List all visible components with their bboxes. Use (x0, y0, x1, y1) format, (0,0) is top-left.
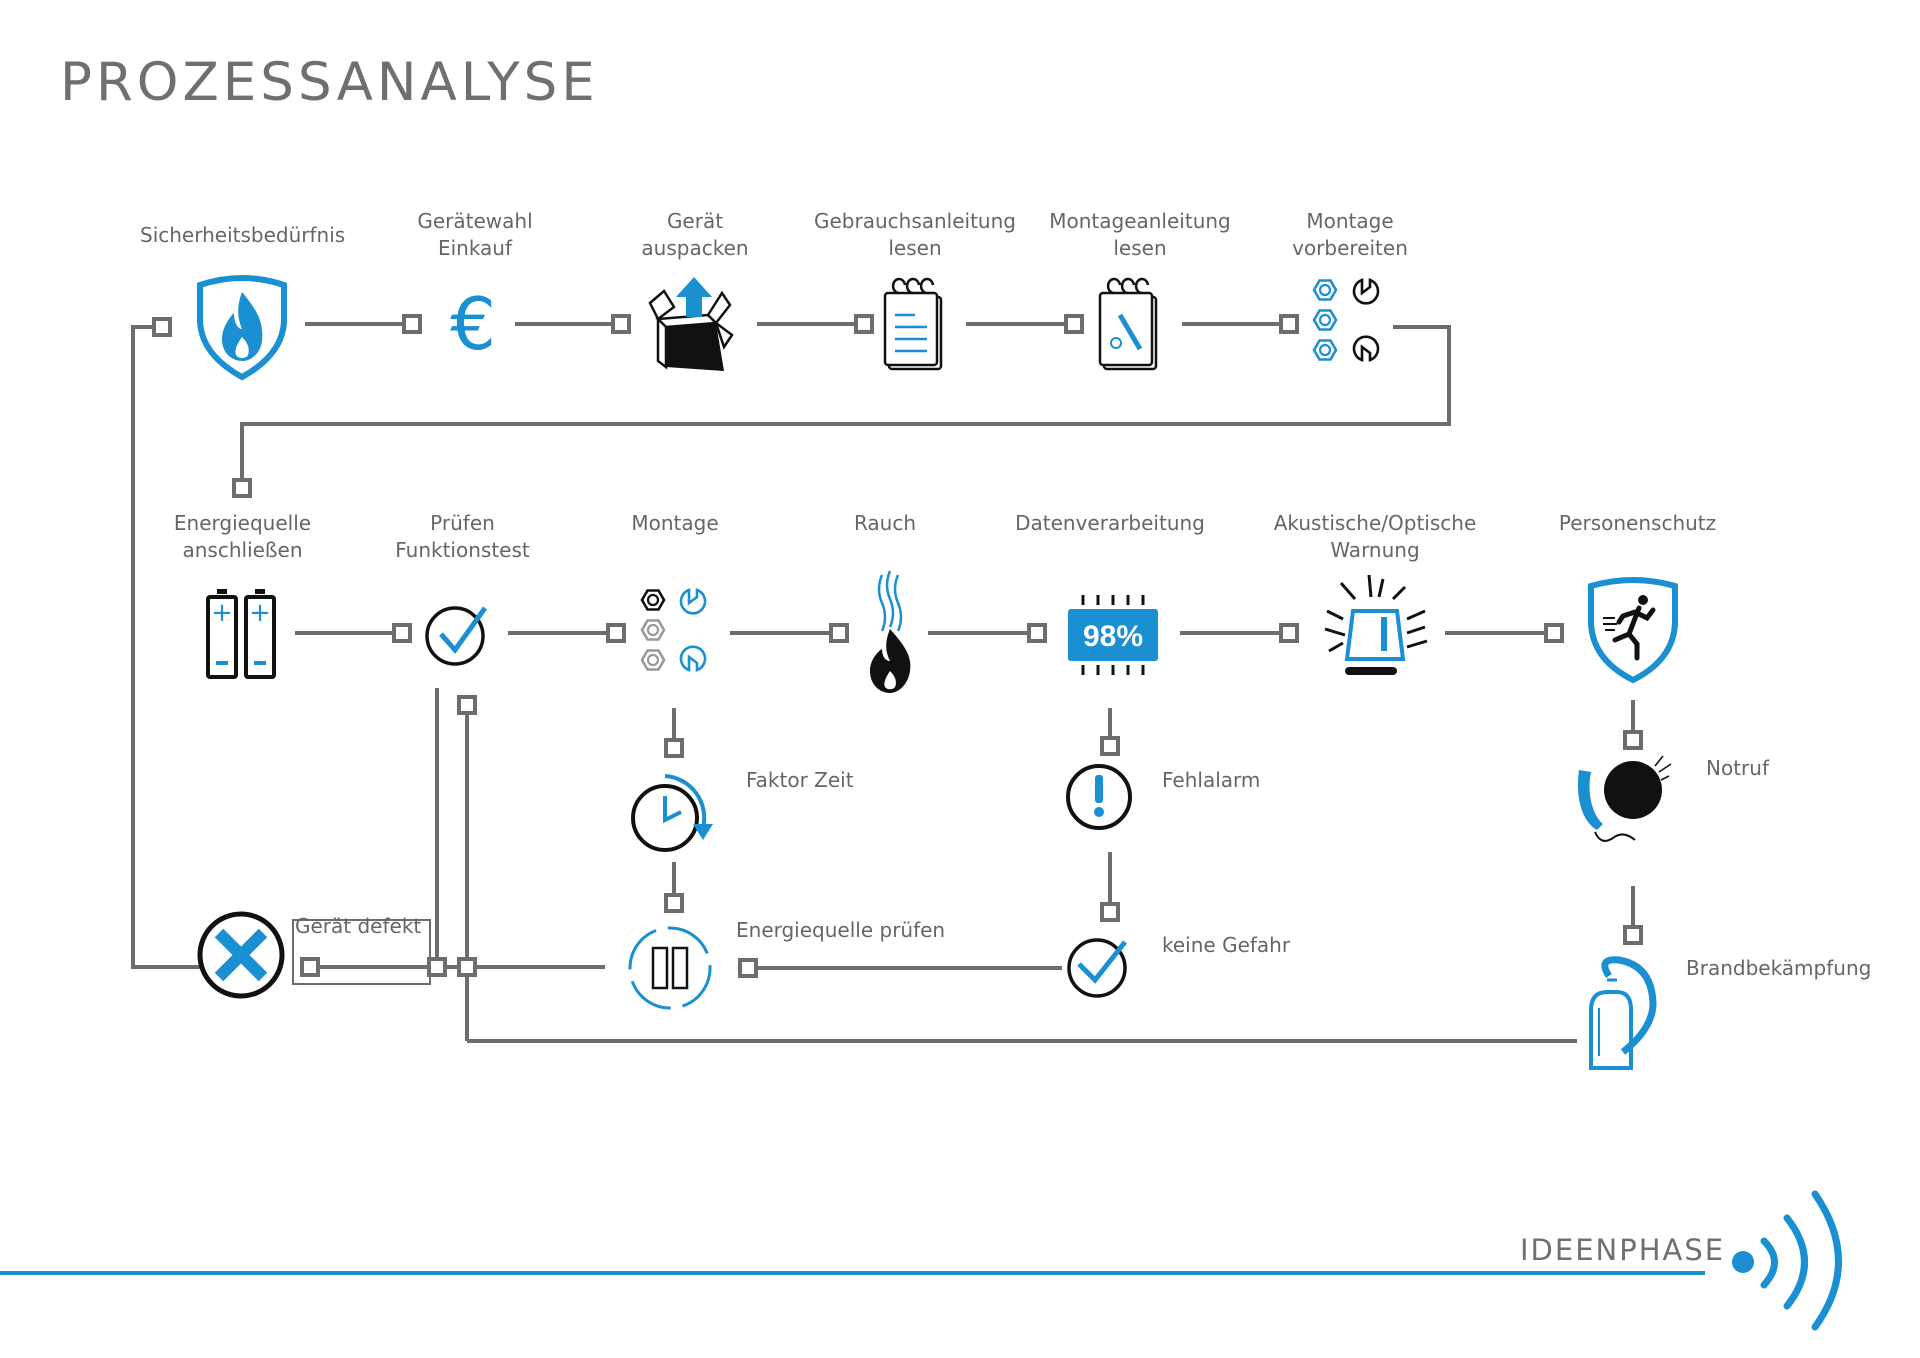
connector-nodes (152, 314, 1643, 978)
signal-broadcast-icon (1732, 1190, 1842, 1331)
check-circle-icon (1067, 938, 1127, 998)
batteries-icon: + + (206, 589, 276, 679)
step-label: Gerät auspacken (641, 209, 749, 260)
emergency-phone-icon (1577, 755, 1672, 842)
step-label: Datenverarbeitung (1015, 511, 1205, 535)
branch-label: Fehlalarm (1162, 768, 1261, 792)
clock-icon (631, 774, 713, 852)
branch-label: Notruf (1706, 756, 1769, 780)
branch-label: Brandbekämpfung (1686, 956, 1872, 980)
unbox-icon (648, 277, 734, 371)
exclamation-circle-icon (1066, 764, 1132, 830)
svg-text:€: € (450, 282, 496, 366)
chip-icon: 98% (1068, 595, 1158, 675)
step-label: Prüfen Funktionstest (395, 511, 530, 562)
step-label: Montage vorbereiten (1292, 209, 1408, 260)
euro-icon: € (450, 282, 496, 366)
step-label: Sicherheitsbedürfnis (140, 223, 346, 247)
chip-value: 98% (1083, 620, 1143, 653)
fire-shield-icon (197, 275, 287, 381)
notepad-icon (883, 277, 943, 371)
step-label: Energiequelle anschließen (173, 511, 312, 562)
branch-label: keine Gefahr (1162, 933, 1291, 957)
nuts-wrench-icon (1312, 278, 1380, 362)
battery-cycle-icon (628, 926, 712, 1010)
assembly-manual-icon (1098, 277, 1158, 371)
branch-label: Gerät defekt (295, 914, 422, 938)
running-shield-icon (1588, 577, 1678, 684)
page-title: PROZESSANALYSE (60, 52, 599, 113)
step-label: Montage (631, 511, 719, 535)
phase-label: IDEENPHASE (1520, 1233, 1726, 1267)
siren-icon (1324, 574, 1428, 675)
smoke-flame-icon (870, 570, 911, 693)
branch-label: Energiequelle prüfen (736, 918, 946, 942)
fire-extinguisher-icon (1589, 956, 1657, 1070)
x-circle-icon (197, 911, 285, 999)
branch-label: Faktor Zeit (746, 768, 854, 792)
geraet-defekt-frame (292, 919, 431, 985)
step-label: Montageanleitung lesen (1049, 209, 1231, 260)
wrench-nuts-icon (640, 588, 707, 672)
step-label: Rauch (853, 511, 917, 535)
svg-text:+: + (249, 598, 271, 628)
check-circle-icon (425, 606, 488, 666)
svg-text:+: + (211, 598, 233, 628)
step-label: Gerätewahl Einkauf (417, 209, 533, 260)
step-label: Gebrauchsanleitung lesen (814, 209, 1016, 260)
step-label: Akustische/Optische Warnung (1273, 511, 1477, 562)
step-label: Personenschutz (1558, 511, 1717, 535)
